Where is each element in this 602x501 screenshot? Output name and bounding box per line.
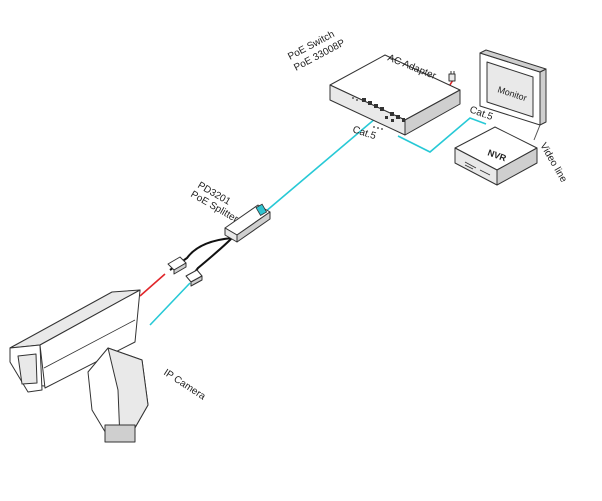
cable-dc-power-camera	[139, 273, 166, 297]
cable-cat5-switch-splitter	[264, 117, 377, 213]
rj45-connector	[185, 269, 203, 287]
poe-switch	[329, 54, 461, 136]
dc-connector	[167, 256, 187, 275]
switch-ports	[362, 98, 405, 122]
cable-cat5-switch-nvr	[397, 117, 487, 153]
nvr-front-slots	[464, 161, 491, 176]
cable-splitter-camera-network	[149, 282, 191, 326]
video-line-label: Video line	[537, 141, 569, 185]
poe-splitter	[224, 203, 271, 243]
ip-camera	[9, 289, 149, 443]
nvr: NVR	[454, 126, 538, 186]
ac-adapter-plug	[448, 71, 456, 82]
cable-splitter-output-dc	[169, 237, 233, 271]
cable-splitter-output-data	[191, 237, 233, 277]
monitor: Monitor	[479, 49, 547, 126]
switch-leds	[352, 97, 383, 130]
ip-camera-label: IP Camera	[161, 367, 207, 402]
